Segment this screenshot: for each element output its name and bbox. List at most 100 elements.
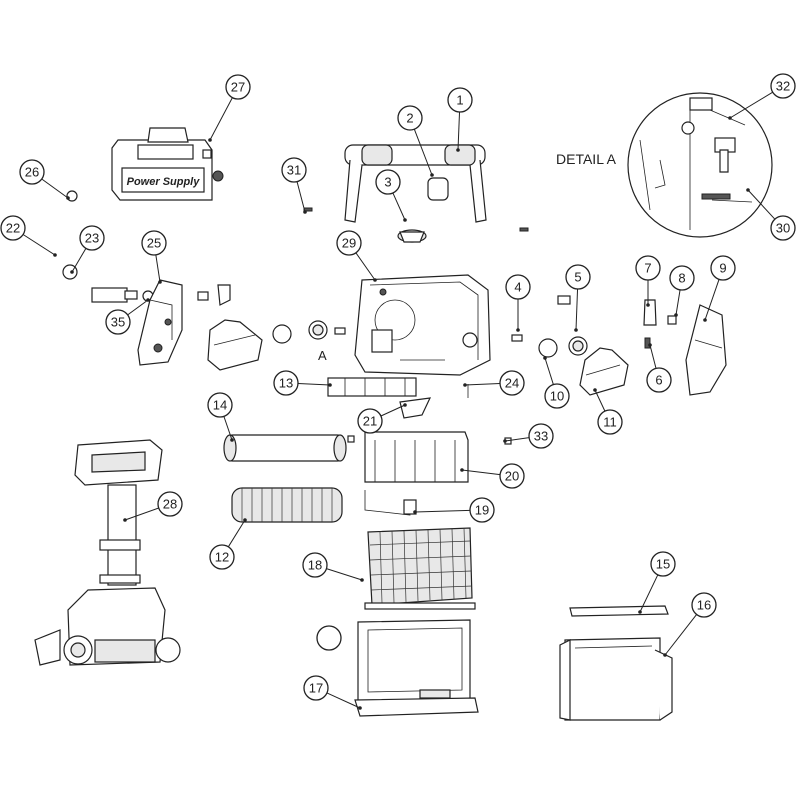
float-and-impeller xyxy=(397,177,449,243)
callout-circle xyxy=(770,73,796,99)
callout-leader-end xyxy=(53,253,57,257)
callout-leader-end xyxy=(358,706,362,710)
callout-leader-line xyxy=(504,437,530,442)
callout-number: 25 xyxy=(147,236,161,251)
callout-circle xyxy=(141,230,167,256)
callout-circle xyxy=(225,74,251,100)
callout-number: 6 xyxy=(655,373,662,388)
left-side-cover xyxy=(137,279,183,366)
callout-8: 8 xyxy=(669,265,695,317)
callout-14: 14 xyxy=(207,392,234,442)
callout-leader-line xyxy=(461,469,501,476)
callout-30: 30 xyxy=(746,188,796,241)
callout-leader-line xyxy=(209,97,233,141)
callout-leader-end xyxy=(403,218,407,222)
callout-5: 5 xyxy=(565,264,591,332)
callout-leader-end xyxy=(593,388,597,392)
callout-number: 3 xyxy=(384,175,391,190)
callout-number: 13 xyxy=(279,376,293,391)
callout-number: 10 xyxy=(550,389,564,404)
callout-leader-end xyxy=(373,278,377,282)
callout-circle xyxy=(650,551,676,577)
callout-leader-end xyxy=(230,438,234,442)
callout-leader-end xyxy=(158,280,162,284)
callout-17: 17 xyxy=(303,675,362,710)
callout-circle xyxy=(710,255,736,281)
callout-leader-line xyxy=(575,288,579,331)
callout-leader-line xyxy=(355,252,376,281)
callout-circle xyxy=(375,169,401,195)
callout-33: 33 xyxy=(503,423,554,449)
callout-circle xyxy=(207,392,233,418)
callout-number: 5 xyxy=(574,270,581,285)
callout-27: 27 xyxy=(208,74,251,142)
callout-leader-line xyxy=(127,299,149,316)
callout-15: 15 xyxy=(638,551,676,614)
callout-leader-end xyxy=(543,356,547,360)
callout-21: 21 xyxy=(357,403,407,434)
callout-leader-end xyxy=(430,173,434,177)
callout-circle xyxy=(499,463,525,489)
callout-number: 31 xyxy=(287,163,301,178)
callout-4: 4 xyxy=(505,274,531,332)
callout-circle xyxy=(281,157,307,183)
callout-leader-end xyxy=(413,510,417,514)
callout-circle xyxy=(0,215,26,241)
callout-leader-end xyxy=(303,210,307,214)
callout-3: 3 xyxy=(375,169,407,222)
callout-number: 24 xyxy=(505,376,519,391)
callout-leader-line xyxy=(124,507,159,521)
right-drive-parts xyxy=(511,295,629,396)
callout-number: 26 xyxy=(25,165,39,180)
callout-11: 11 xyxy=(593,388,623,435)
callout-number: 20 xyxy=(505,469,519,484)
callout-leader-end xyxy=(728,116,732,120)
callout-leader-line xyxy=(326,568,363,581)
callout-leader-line xyxy=(457,111,461,151)
callout-number: 2 xyxy=(406,111,413,126)
callout-number: 29 xyxy=(342,236,356,251)
callout-circle xyxy=(19,159,45,185)
callout-number: 23 xyxy=(85,231,99,246)
callout-leader-end xyxy=(243,518,247,522)
callout-leader-end xyxy=(674,313,678,317)
callout-leader-line xyxy=(380,404,406,417)
callout-leader-end xyxy=(208,138,212,142)
callout-leader-end xyxy=(328,383,332,387)
callout-number: 4 xyxy=(514,280,521,295)
callout-leader-line xyxy=(704,279,720,321)
callout-leader-line xyxy=(729,91,773,119)
callout-29: 29 xyxy=(336,230,377,282)
loose-screws xyxy=(303,207,529,232)
filter-basket xyxy=(364,527,476,610)
callout-35: 35 xyxy=(105,298,150,335)
intake-grill xyxy=(327,377,469,419)
callout-number: 28 xyxy=(163,497,177,512)
callout-circle xyxy=(565,264,591,290)
callout-leader-line xyxy=(223,416,233,441)
callout-number: 11 xyxy=(603,415,617,430)
callout-31: 31 xyxy=(281,157,307,214)
callout-6: 6 xyxy=(646,343,672,393)
callout-leader-line xyxy=(297,383,331,386)
ref-a-body: A xyxy=(318,348,327,363)
callout-leader-end xyxy=(456,148,460,152)
callout-leader-end xyxy=(746,188,750,192)
callout-circle xyxy=(469,497,495,523)
callout-leader-end xyxy=(663,653,667,657)
callout-7: 7 xyxy=(635,255,661,307)
callout-leader-line xyxy=(326,692,361,709)
callout-circle xyxy=(357,408,383,434)
callout-leader-line xyxy=(747,189,776,220)
callout-number: 35 xyxy=(111,315,125,330)
callout-16: 16 xyxy=(663,592,717,657)
callout-26: 26 xyxy=(19,159,70,200)
callout-32: 32 xyxy=(728,73,796,120)
callout-number: 14 xyxy=(213,398,227,413)
left-drive-parts xyxy=(197,284,346,371)
callout-leader-line xyxy=(155,254,161,283)
callout-leader-line xyxy=(414,509,471,513)
callout-18: 18 xyxy=(302,552,364,582)
callout-circle xyxy=(336,230,362,256)
callout-2: 2 xyxy=(397,105,434,177)
